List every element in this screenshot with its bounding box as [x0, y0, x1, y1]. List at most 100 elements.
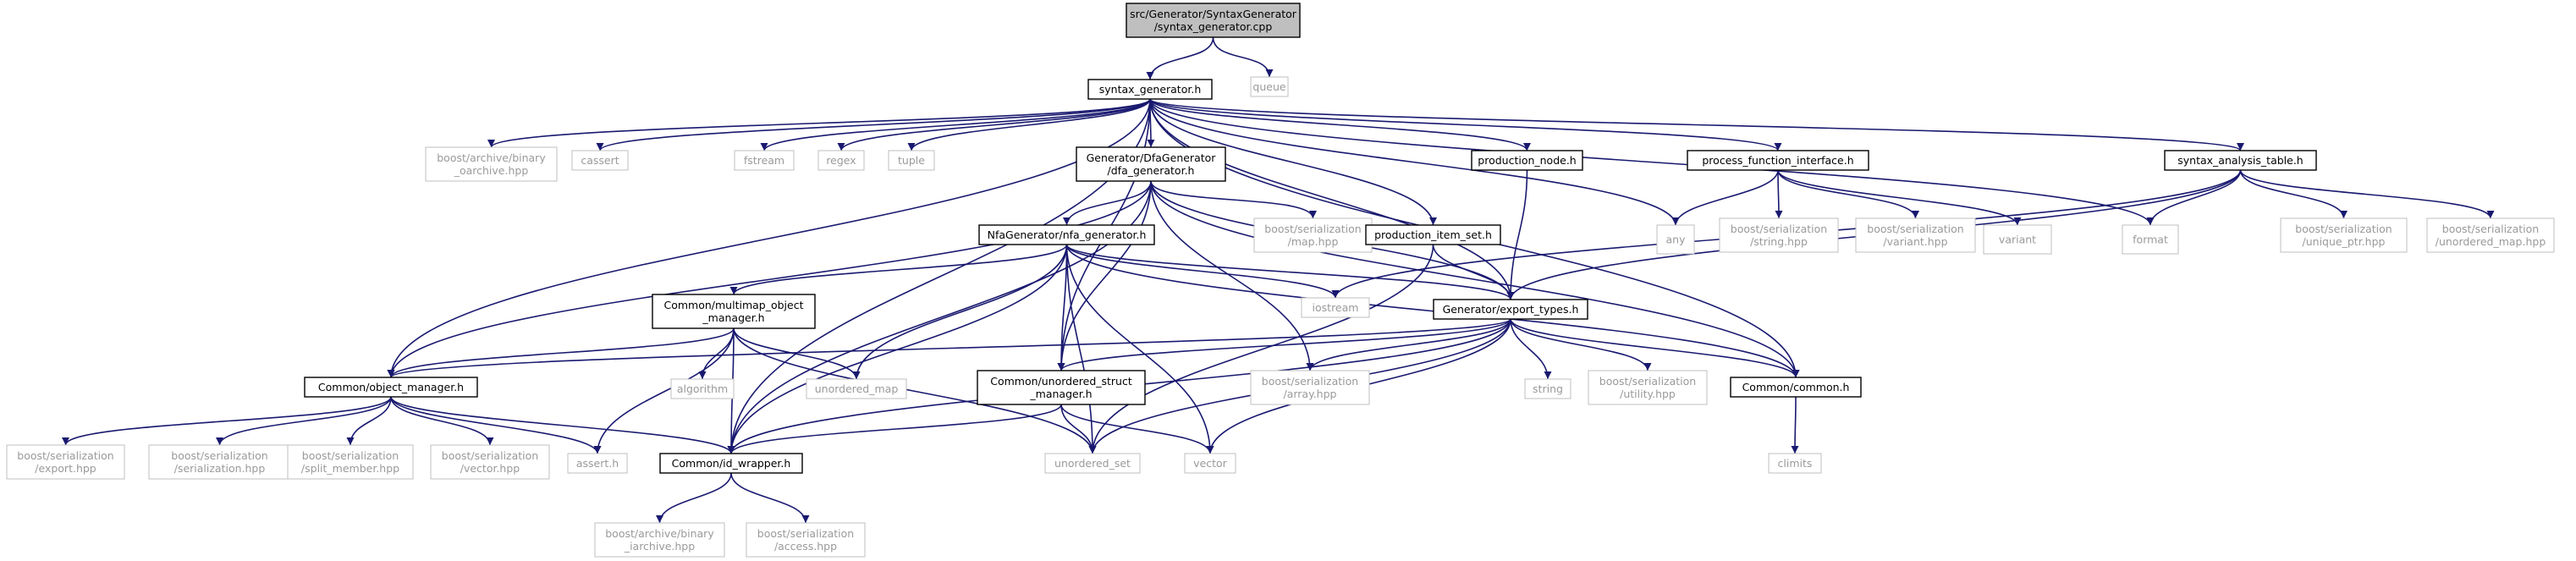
edge-process-function-interface-to-ser-string — [1775, 169, 1783, 219]
edge-production-item-set-to-unordered-set — [1088, 244, 1434, 454]
node-box-string — [1524, 378, 1571, 399]
node-label-ser-string-1: /string.hpp — [1750, 235, 1808, 248]
node-production-item-set[interactable]: production_item_set.h — [1365, 224, 1501, 245]
node-ser-array: boost/serialization/array.hpp — [1250, 370, 1370, 405]
edge-export-types-to-ser-array — [1306, 318, 1511, 371]
node-label-fstream-0: fstream — [744, 154, 784, 167]
node-label-dfa-generator-0: Generator/DfaGenerator — [1087, 151, 1217, 164]
node-box-binary-iarchive — [594, 522, 725, 558]
node-label-ser-array-0: boost/serialization — [1262, 375, 1358, 388]
edge-root-to-queue — [1212, 36, 1274, 78]
edge-syntax-analysis-table-to-ser-unordered-map — [2239, 169, 2495, 219]
node-box-unordered-map — [806, 378, 907, 399]
node-tuple: tuple — [888, 150, 935, 171]
node-label-ser-export-0: boost/serialization — [17, 449, 113, 462]
edge-nfa-generator-to-unordered-set — [1065, 244, 1097, 454]
edge-syntax-generator-h-to-binary-oarchive — [487, 98, 1151, 148]
node-regex: regex — [817, 150, 865, 171]
node-process-function-interface[interactable]: process_function_interface.h — [1687, 150, 1869, 171]
node-label-ser-access-0: boost/serialization — [757, 527, 854, 540]
edge-process-function-interface-to-variant — [1777, 169, 2022, 226]
node-label-ser-array-1: /array.hpp — [1284, 388, 1337, 400]
node-label-production-node-0: production_node.h — [1478, 154, 1576, 167]
node-binary-iarchive: boost/archive/binary_iarchive.hpp — [594, 522, 725, 558]
node-variant: variant — [1983, 224, 2052, 255]
edge-syntax-generator-h-to-tuple — [907, 98, 1151, 151]
node-binary-oarchive: boost/archive/binary_oarchive.hpp — [425, 146, 558, 182]
edge-layer — [62, 36, 2495, 524]
node-label-ser-map-1: /map.hpp — [1288, 235, 1339, 248]
node-iostream: iostream — [1301, 297, 1370, 318]
node-cassert: cassert — [571, 150, 629, 171]
edge-syntax-generator-h-to-process-function-interface — [1149, 98, 1782, 151]
node-box-ser-access — [746, 522, 866, 558]
node-box-root — [1126, 3, 1301, 38]
node-box-process-function-interface — [1687, 150, 1869, 171]
edge-syntax-generator-h-to-production-item-set — [1149, 98, 1437, 226]
node-nfa-generator[interactable]: NfaGenerator/nfa_generator.h — [978, 224, 1155, 245]
edge-syntax-generator-h-to-any — [1149, 98, 1680, 226]
node-box-binary-oarchive — [425, 146, 558, 182]
node-label-binary-iarchive-1: _iarchive.hpp — [624, 540, 695, 553]
edge-nfa-generator-to-iostream — [1065, 244, 1340, 299]
node-box-ser-serialization — [148, 444, 291, 480]
node-unordered-struct-manager[interactable]: Common/unordered_struct_manager.h — [977, 370, 1146, 405]
node-label-ser-utility-0: boost/serialization — [1599, 375, 1696, 388]
node-box-cassert — [571, 150, 629, 171]
node-box-unordered-struct-manager — [977, 370, 1146, 405]
node-production-node[interactable]: production_node.h — [1471, 150, 1583, 171]
node-dfa-generator[interactable]: Generator/DfaGenerator/dfa_generator.h — [1076, 146, 1226, 182]
node-common-h[interactable]: Common/common.h — [1730, 377, 1862, 398]
edge-multimap-object-manager-to-assert-h — [593, 327, 735, 454]
node-object-manager[interactable]: Common/object_manager.h — [304, 377, 478, 398]
edge-id-wrapper-to-ser-access — [730, 472, 810, 524]
node-label-ser-serialization-1: /serialization.hpp — [174, 462, 266, 475]
node-ser-serialization: boost/serialization/serialization.hpp — [148, 444, 291, 480]
node-label-ser-access-1: /access.hpp — [774, 540, 837, 553]
node-any: any — [1656, 224, 1695, 255]
node-label-nfa-generator-0: NfaGenerator/nfa_generator.h — [988, 228, 1147, 241]
node-ser-unique-ptr: boost/serialization/unique_ptr.hpp — [2280, 217, 2408, 253]
node-climits: climits — [1768, 453, 1822, 474]
node-syntax-generator-h[interactable]: syntax_generator.h — [1087, 79, 1213, 100]
node-label-ser-unordered-map-1: /unordered_map.hpp — [2436, 235, 2546, 248]
edge-nfa-generator-to-multimap-object-manager — [729, 244, 1068, 295]
node-label-unordered-set-0: unordered_set — [1054, 457, 1131, 470]
node-label-root-1: /syntax_generator.cpp — [1154, 20, 1273, 33]
node-ser-unordered-map: boost/serialization/unordered_map.hpp — [2426, 217, 2555, 253]
node-export-types[interactable]: Generator/export_types.h — [1433, 299, 1588, 320]
node-box-nfa-generator — [978, 224, 1155, 245]
node-label-tuple-0: tuple — [898, 154, 925, 167]
node-box-fstream — [734, 150, 795, 171]
node-label-binary-oarchive-1: _oarchive.hpp — [454, 164, 529, 177]
edge-syntax-analysis-table-to-ser-unique-ptr — [2239, 169, 2348, 219]
node-queue: queue — [1250, 76, 1289, 97]
edge-multimap-object-manager-to-unordered-map — [733, 327, 861, 380]
node-syntax-analysis-table[interactable]: syntax_analysis_table.h — [2164, 150, 2317, 171]
edge-syntax-generator-h-to-regex — [837, 98, 1151, 151]
node-label-ser-unique-ptr-1: /unique_ptr.hpp — [2303, 235, 2386, 248]
node-id-wrapper[interactable]: Common/id_wrapper.h — [659, 453, 803, 474]
node-layer: src/Generator/SyntaxGenerator/syntax_gen… — [6, 3, 2555, 558]
node-multimap-object-manager[interactable]: Common/multimap_object_manager.h — [652, 294, 816, 329]
node-label-regex-0: regex — [826, 154, 856, 167]
node-box-syntax-generator-h — [1087, 79, 1213, 100]
node-string: string — [1524, 378, 1571, 399]
node-box-ser-array — [1250, 370, 1370, 405]
edge-process-function-interface-to-ser-variant — [1777, 169, 1919, 219]
node-unordered-map: unordered_map — [806, 378, 907, 399]
node-label-any-0: any — [1666, 234, 1687, 246]
node-box-ser-unordered-map — [2426, 217, 2555, 253]
edge-object-manager-to-assert-h — [390, 396, 602, 454]
node-root[interactable]: src/Generator/SyntaxGenerator/syntax_gen… — [1126, 3, 1301, 38]
node-box-ser-utility — [1588, 370, 1708, 405]
node-box-tuple — [888, 150, 935, 171]
node-box-ser-vector — [430, 444, 550, 480]
node-box-export-types — [1433, 299, 1588, 320]
node-ser-variant: boost/serialization/variant.hpp — [1855, 217, 1976, 253]
edge-syntax-generator-h-to-format — [1149, 98, 2155, 226]
node-ser-access: boost/serialization/access.hpp — [746, 522, 866, 558]
node-box-multimap-object-manager — [652, 294, 816, 329]
node-label-process-function-interface-0: process_function_interface.h — [1702, 154, 1853, 167]
edge-syntax-generator-h-to-production-node — [1149, 98, 1531, 151]
